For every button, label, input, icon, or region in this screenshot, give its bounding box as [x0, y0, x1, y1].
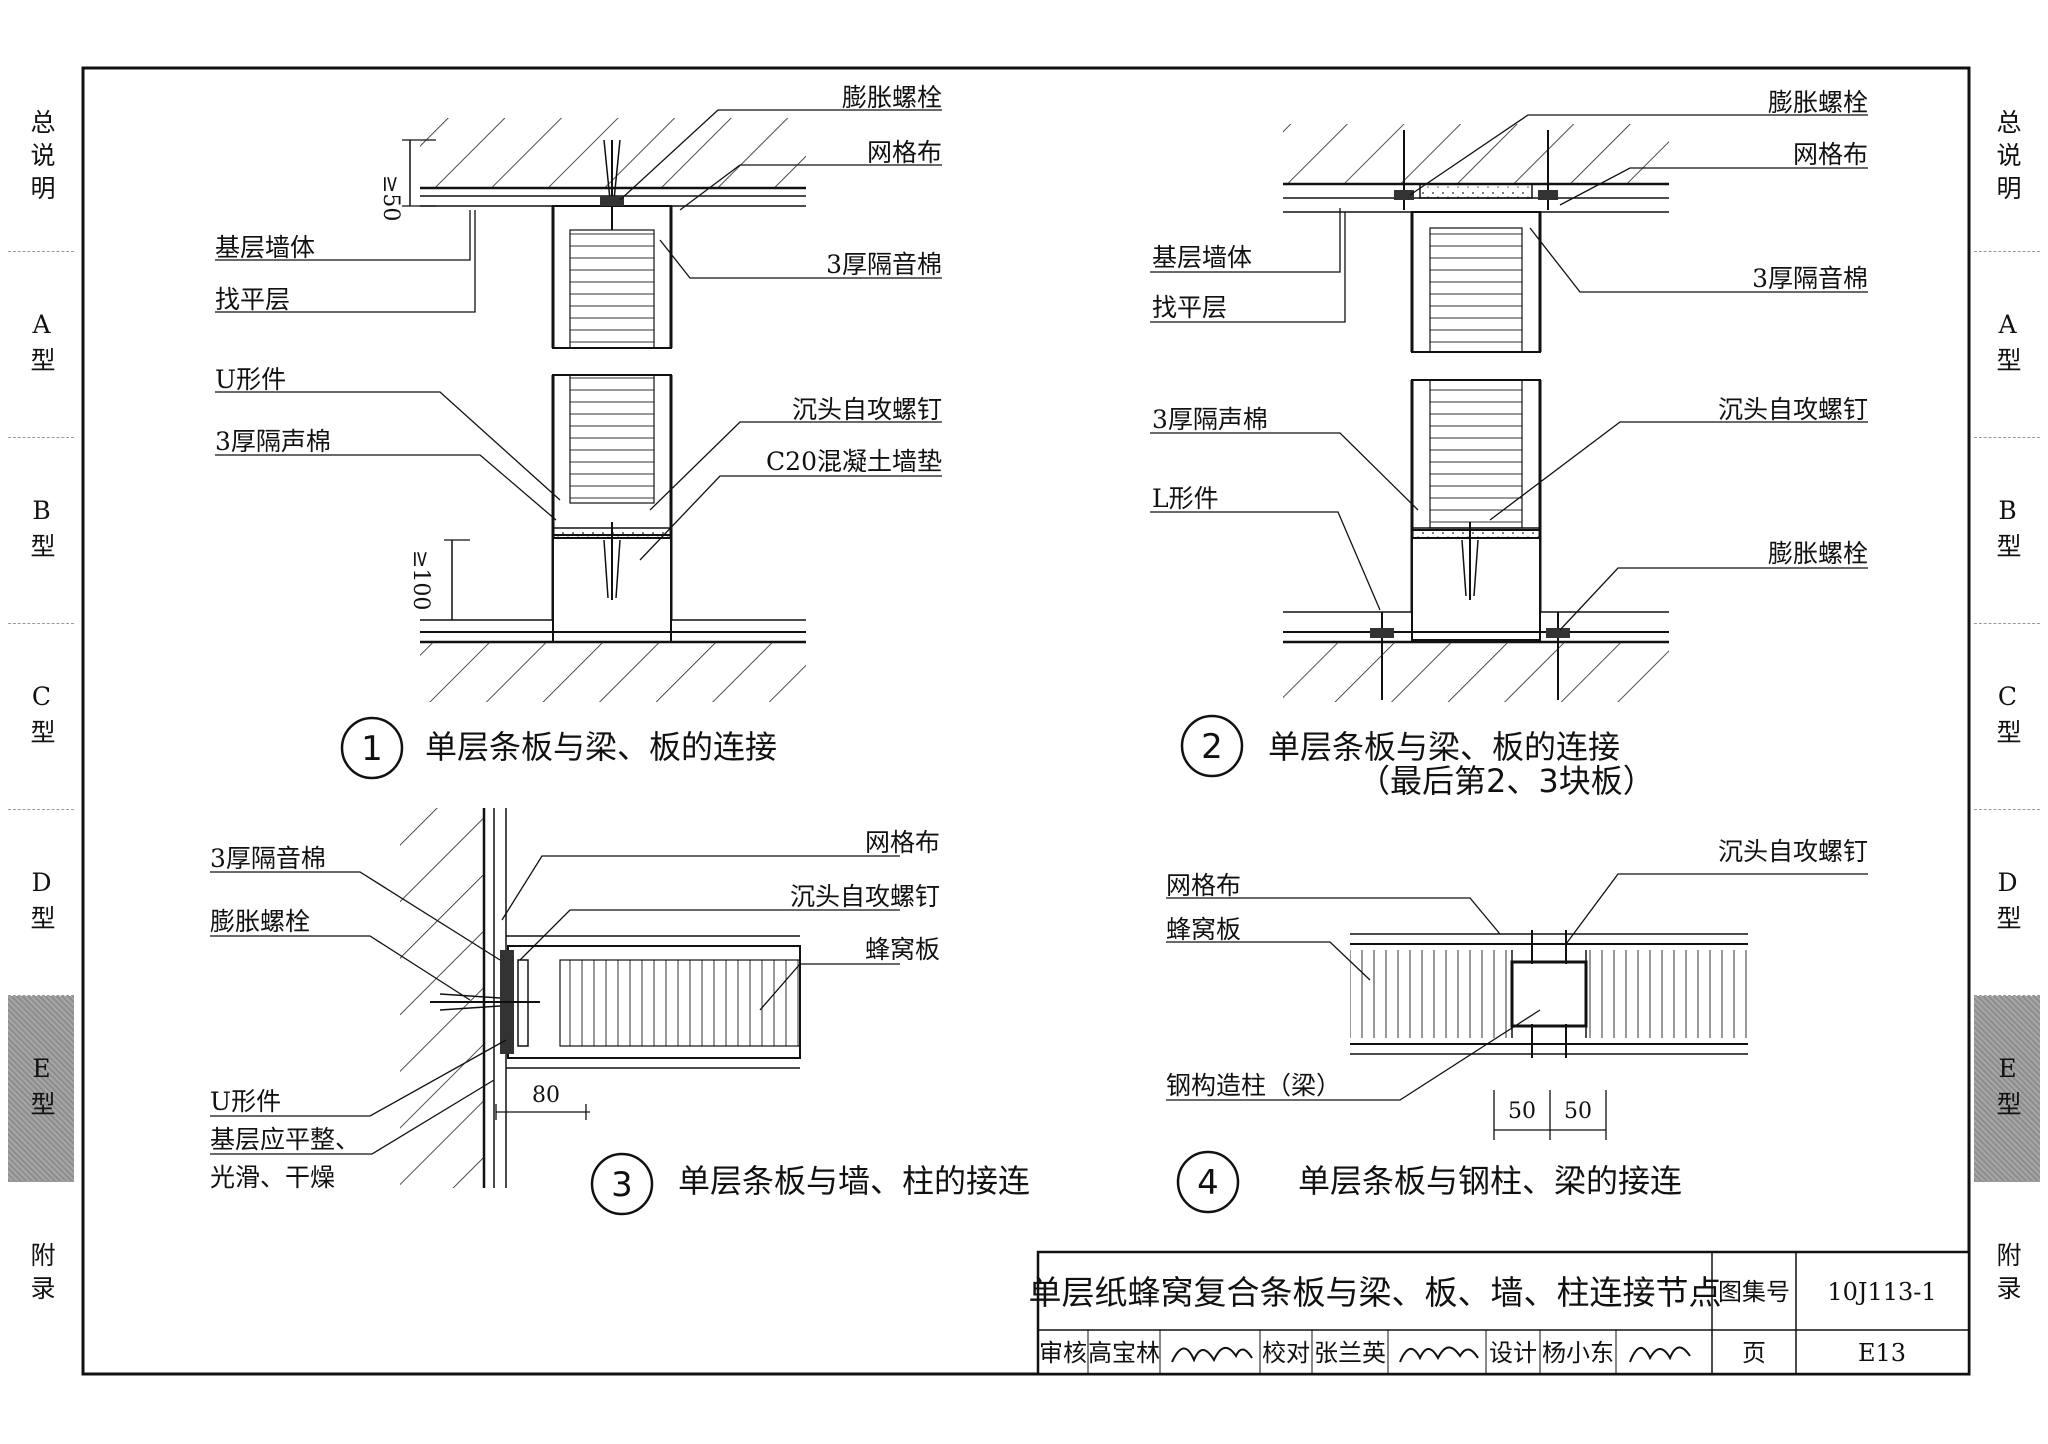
tab-type-c[interactable]: C型 [8, 624, 74, 810]
slab-bottom-1 [420, 642, 806, 702]
label-base-note-2-3: 光滑、干燥 [210, 1163, 335, 1192]
dim-bottom-1: ≥100 [408, 550, 433, 610]
detail-number-circle-2 [1180, 714, 1244, 778]
label-expansion-bolt-3: 膨胀螺栓 [210, 907, 310, 936]
detail-number-4: 4 [1197, 1163, 1219, 1203]
label-leveling-layer-1: 找平层 [215, 285, 290, 314]
label-honeycomb-board-4: 蜂窝板 [1166, 915, 1241, 944]
title-block: 单层纸蜂窝复合条板与梁、板、墙、柱连接节点 图集号 10J113-1 审核 高宝… [1029, 1250, 1971, 1376]
label-honeycomb-board-3: 蜂窝板 [865, 935, 940, 964]
drawing-title: 单层纸蜂窝复合条板与梁、板、墙、柱连接节点 [1029, 1273, 1722, 1312]
check-label: 校对 [1262, 1339, 1310, 1367]
label-base-wall-2: 基层墙体 [1152, 243, 1252, 272]
atlas-label: 图集号 [1718, 1278, 1790, 1306]
detail-3: 80 3厚隔音棉 膨胀螺栓 网格布 沉头自攻螺钉 蜂窝板 U形件 基层应平整、 … [210, 808, 1030, 1216]
label-mesh-cloth-1: 网格布 [867, 138, 942, 167]
label-expansion-bolt-top-2: 膨胀螺栓 [1768, 88, 1868, 117]
label-expansion-bolt-1: 膨胀螺栓 [842, 83, 942, 112]
label-mesh-cloth-4: 网格布 [1166, 871, 1241, 900]
tab-type-a-right[interactable]: A型 [1974, 252, 2040, 438]
tab-type-c-right[interactable]: C型 [1974, 624, 2040, 810]
label-countersunk-screw-1: 沉头自攻螺钉 [792, 395, 942, 424]
detail-caption-4: 单层条板与钢柱、梁的接连 [1298, 1162, 1682, 1200]
right-tab-strip: 总说明 A型 B型 C型 D型 E型 附录 [1974, 66, 2040, 1368]
label-sound-cotton-top-2: 3厚隔音棉 [1752, 264, 1868, 293]
detail-caption-sub-2: （最后第2、3块板） [1358, 762, 1655, 800]
label-expansion-bolt-bottom-2: 膨胀螺栓 [1768, 539, 1868, 568]
slab-top-2 [1283, 124, 1669, 184]
detail-2: 膨胀螺栓 网格布 基层墙体 找平层 3厚隔音棉 3厚隔声棉 L形件 沉头自攻螺钉… [1150, 88, 1868, 800]
detail-number-1: 1 [361, 729, 383, 769]
detail-number-circle-4 [1176, 1150, 1240, 1214]
wall-3 [400, 808, 484, 1188]
detail-number-circle-1 [340, 716, 404, 780]
label-mesh-cloth-3: 网格布 [865, 828, 940, 857]
drawing-frame [81, 66, 1971, 1376]
slab-bottom-2 [1283, 642, 1669, 702]
detail-number-3: 3 [611, 1165, 633, 1205]
label-steel-column-4: 钢构造柱（梁） [1166, 1071, 1341, 1100]
tab-type-d[interactable]: D型 [8, 810, 74, 996]
reviewer-name: 高宝林 [1088, 1339, 1160, 1367]
tab-general[interactable]: 总说明 [8, 66, 74, 252]
checker-name: 张兰英 [1314, 1339, 1386, 1367]
detail-4: 50 50 沉头自攻螺钉 网格布 蜂窝板 钢构造柱（梁） 4 单层条板与钢柱、梁… [1166, 837, 1868, 1214]
review-label: 审核 [1039, 1339, 1087, 1367]
tab-type-e[interactable]: E型 [8, 996, 74, 1182]
label-l-part-2: L形件 [1152, 484, 1219, 513]
label-base-wall-1: 基层墙体 [215, 233, 315, 262]
label-leveling-layer-2: 找平层 [1152, 293, 1227, 322]
label-countersunk-screw-3: 沉头自攻螺钉 [790, 882, 940, 911]
detail-number-2: 2 [1201, 727, 1223, 767]
steel-column-4 [1510, 960, 1588, 1028]
tab-type-b[interactable]: B型 [8, 438, 74, 624]
detail-caption-2: 单层条板与梁、板的连接 [1268, 728, 1620, 766]
design-label: 设计 [1489, 1339, 1537, 1367]
tab-appendix[interactable]: 附录 [27, 1242, 56, 1308]
dim-right-4: 50 [1564, 1099, 1592, 1124]
detail-number-circle-3 [590, 1152, 654, 1216]
detail-caption-3: 单层条板与墙、柱的接连 [678, 1162, 1030, 1200]
label-sound-cotton-3: 3厚隔音棉 [210, 844, 326, 873]
dim-top-1: ≥50 [378, 175, 403, 221]
label-countersunk-screw-4: 沉头自攻螺钉 [1718, 837, 1868, 866]
left-tab-strip: 总说明 A型 B型 C型 D型 E型 附录 [8, 66, 74, 1368]
dim-left-4: 50 [1508, 1099, 1536, 1124]
label-u-part-3: U形件 [210, 1087, 281, 1116]
label-sound-cotton-top-1: 3厚隔音棉 [826, 250, 942, 279]
page-label: 页 [1742, 1339, 1766, 1367]
tab-type-a[interactable]: A型 [8, 252, 74, 438]
label-sound-cotton-bottom-1: 3厚隔声棉 [215, 427, 331, 456]
label-mesh-cloth-2: 网格布 [1793, 140, 1868, 169]
tab-type-b-right[interactable]: B型 [1974, 438, 2040, 624]
designer-name: 杨小东 [1542, 1339, 1614, 1367]
designer-signature [1629, 1346, 1691, 1363]
dim-width-3: 80 [532, 1083, 560, 1108]
atlas-number: 10J113-1 [1827, 1278, 1936, 1306]
detail-caption-1: 单层条板与梁、板的连接 [425, 728, 777, 766]
tab-appendix-right[interactable]: 附录 [1993, 1242, 2022, 1308]
label-countersunk-screw-2: 沉头自攻螺钉 [1718, 395, 1868, 424]
tab-type-d-right[interactable]: D型 [1974, 810, 2040, 996]
tab-general-right[interactable]: 总说明 [1974, 66, 2040, 252]
label-u-part-1: U形件 [215, 365, 286, 394]
page-number: E13 [1858, 1339, 1906, 1367]
tab-type-e-right[interactable]: E型 [1974, 996, 2040, 1182]
label-base-note-1-3: 基层应平整、 [210, 1125, 360, 1154]
label-concrete-pad-1: C20混凝土墙垫 [766, 447, 942, 476]
detail-1: ≥50 ≥100 膨胀螺栓 网格布 基层墙体 找平层 3厚隔音棉 U形件 3厚隔… [215, 83, 942, 780]
checker-signature [1399, 1346, 1479, 1363]
reviewer-signature [1171, 1347, 1253, 1363]
label-sound-cotton-bottom-2: 3厚隔声棉 [1152, 405, 1268, 434]
